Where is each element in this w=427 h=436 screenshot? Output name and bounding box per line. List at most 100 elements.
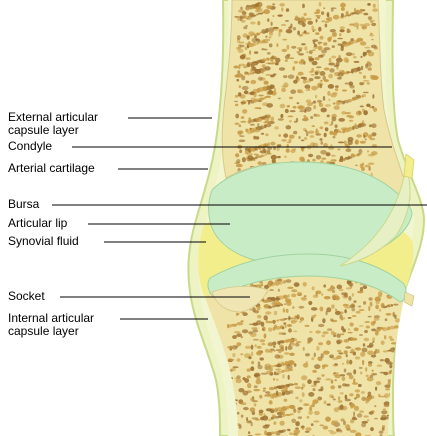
bone-pore: [228, 359, 234, 361]
bone-pore: [339, 352, 344, 354]
bone-pore: [266, 153, 271, 155]
bone-pore: [381, 410, 387, 414]
bone-pore: [311, 315, 315, 318]
bone-pore: [277, 156, 281, 158]
bone-pore: [362, 421, 369, 424]
bone-pore: [276, 320, 279, 322]
bone-pore: [353, 411, 355, 416]
bone-pore: [324, 296, 331, 299]
bone-pore: [351, 308, 355, 311]
bone-pore: [240, 45, 245, 48]
bone-pore: [338, 118, 345, 122]
bone-pore: [350, 430, 357, 433]
bone-pore: [264, 39, 270, 42]
bone-pore: [254, 93, 257, 97]
bone-pore: [314, 12, 320, 14]
bone-pore: [245, 47, 248, 50]
bone-pore: [257, 315, 262, 319]
bone-pore: [244, 90, 249, 94]
bone-pore: [324, 133, 327, 137]
bone-pore: [295, 16, 299, 21]
bone-pore: [265, 121, 271, 124]
bone-pore: [242, 86, 249, 90]
bone-pore: [304, 117, 308, 121]
bone-pore: [286, 148, 290, 152]
bone-pore: [300, 59, 304, 63]
bone-pore: [370, 75, 373, 77]
bone-pore: [251, 327, 258, 329]
bone-pore: [361, 66, 363, 70]
bone-pore: [360, 352, 365, 357]
bone-pore: [332, 117, 337, 122]
bone-pore: [274, 325, 277, 329]
bone-pore: [272, 15, 274, 17]
bone-pore: [262, 41, 269, 43]
bone-pore: [395, 414, 398, 417]
bone-pore: [261, 70, 264, 74]
bone-pore: [338, 396, 340, 400]
bone-pore: [356, 134, 362, 138]
bone-pore: [313, 105, 316, 110]
bone-pore: [282, 49, 288, 52]
bone-pore: [245, 148, 249, 151]
bone-pore: [289, 432, 294, 435]
bone-pore: [354, 61, 360, 63]
bone-pore: [279, 29, 283, 32]
bone-pore: [372, 341, 374, 343]
bone-pore: [317, 83, 319, 88]
bone-pore: [246, 5, 250, 8]
bone-pore: [263, 388, 266, 390]
bone-pore: [311, 74, 315, 76]
bone-pore: [393, 312, 395, 317]
bone-pore: [266, 58, 269, 61]
bone-pore: [327, 115, 330, 118]
bone-pore: [254, 51, 258, 54]
bone-pore: [338, 385, 342, 388]
bone-pore: [278, 289, 280, 292]
bone-pore: [262, 328, 264, 331]
bone-pore: [253, 136, 256, 140]
bone-pore: [265, 36, 267, 38]
bone-pore: [283, 318, 287, 320]
bone-pore: [359, 334, 363, 336]
bone-pore: [249, 12, 254, 16]
bone-pore: [319, 103, 323, 107]
bone-pore: [265, 391, 270, 393]
bone-pore: [254, 385, 258, 388]
bone-pore: [363, 52, 367, 56]
bone-pore: [290, 110, 296, 112]
bone-pore: [237, 358, 241, 362]
bone-pore: [354, 397, 357, 399]
bone-pore: [341, 127, 348, 130]
bone-pore: [234, 101, 238, 103]
bone-pore: [257, 100, 262, 102]
bone-pore: [323, 42, 327, 45]
label-articular-lip: Articular lip: [8, 217, 67, 230]
bone-pore: [344, 141, 347, 145]
bone-pore: [315, 15, 321, 17]
bone-pore: [268, 90, 273, 95]
bone-pore: [356, 39, 360, 42]
bone-pore: [295, 397, 298, 400]
bone-pore: [309, 71, 313, 73]
bone-pore: [355, 389, 360, 392]
bone-pore: [349, 360, 352, 365]
bone-pore: [384, 335, 386, 339]
bone-pore: [361, 95, 363, 97]
bone-pore: [355, 356, 360, 359]
bone-pore: [360, 41, 366, 45]
bone-pore: [261, 155, 265, 157]
bone-pore: [251, 345, 254, 350]
bone-pore: [349, 304, 355, 308]
bone-pore: [241, 415, 244, 418]
bone-pore: [327, 17, 332, 22]
bone-pore: [247, 383, 251, 388]
bone-pore: [288, 26, 291, 29]
bone-pore: [263, 9, 270, 14]
bone-pore: [238, 388, 244, 392]
bone-pore: [315, 57, 320, 60]
bone-pore: [298, 21, 304, 25]
bone-pore: [252, 329, 258, 332]
bone-pore: [274, 373, 279, 375]
bone-pore: [288, 375, 290, 380]
